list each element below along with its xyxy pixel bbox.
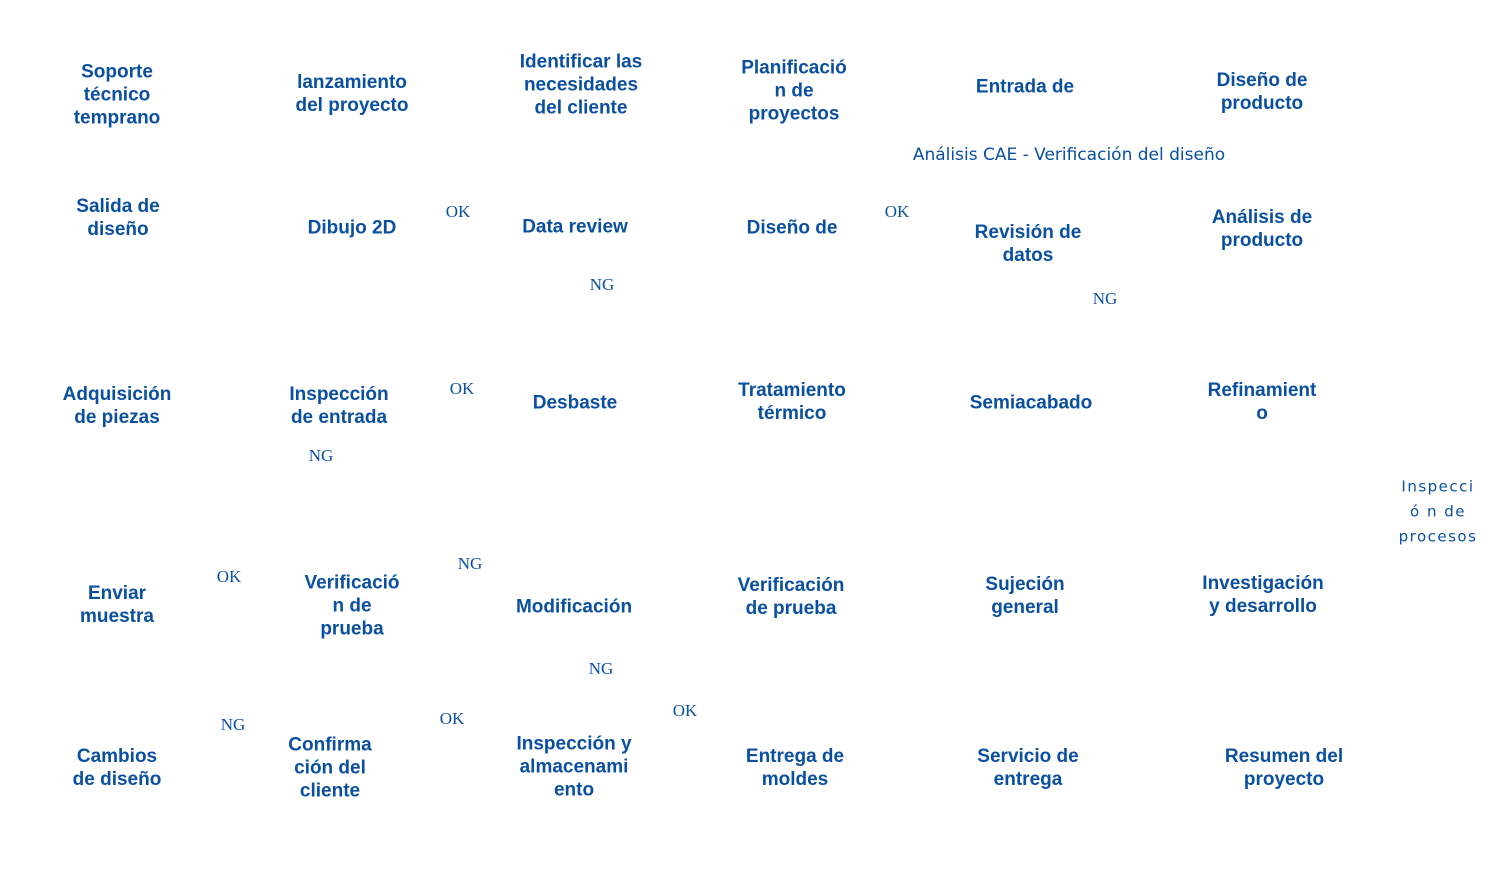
node-inspeccion-entrada: Inspección de entrada	[289, 384, 389, 428]
edge-label-ng: NG	[1092, 289, 1118, 308]
edge-label-ng: NG	[457, 554, 483, 573]
node-data-review: Data review	[522, 216, 628, 238]
node-servicio-entrega: Servicio de entrega	[977, 746, 1079, 790]
node-resumen-proyecto: Resumen del proyecto	[1224, 746, 1344, 790]
node-entrega-moldes: Entrega de moldes	[745, 746, 845, 790]
edge-label-ok: OK	[449, 379, 475, 398]
node-diseno-producto: Diseño de producto	[1216, 70, 1308, 114]
node-tratamiento-termico: Tratamiento térmico	[738, 380, 846, 424]
note-cae-analysis: Análisis CAE - Verificación del diseño	[912, 145, 1226, 165]
edge-label-ok: OK	[884, 202, 910, 221]
node-planificacion-proyectos: Planificació n de proyectos	[741, 57, 847, 125]
edge-label-ok: OK	[216, 567, 242, 586]
edge-label-ok: OK	[445, 202, 471, 221]
node-analisis-producto: Análisis de producto	[1211, 207, 1313, 251]
node-lanzamiento-proyecto: lanzamiento del proyecto	[295, 72, 409, 116]
edge-label-ng: NG	[589, 275, 615, 294]
node-soporte-tecnico: Soporte técnico temprano	[73, 61, 161, 129]
node-diseno-de: Diseño de	[746, 217, 838, 239]
node-verificacion-prueba: Verificació n de prueba	[304, 572, 400, 640]
node-sujecion-general: Sujeción general	[985, 574, 1065, 618]
node-verificacion-de-prueba: Verificación de prueba	[737, 575, 845, 619]
node-semiacabado: Semiacabado	[969, 392, 1093, 414]
node-investigacion-desarrollo: Investigación y desarrollo	[1202, 573, 1324, 617]
node-modificacion: Modificación	[515, 596, 633, 618]
node-confirmacion-cliente: Confirma ción del cliente	[288, 734, 372, 802]
node-salida-diseno: Salida de diseño	[76, 196, 160, 240]
edge-label-ok: OK	[439, 709, 465, 728]
node-entrada-de: Entrada de	[975, 76, 1075, 98]
edge-label-ng: NG	[308, 446, 334, 465]
edge-label-ng: NG	[588, 659, 614, 678]
node-inspeccion-almacenamiento: Inspección y almacenami ento	[516, 733, 632, 801]
node-enviar-muestra: Enviar muestra	[80, 583, 154, 627]
node-refinamiento: Refinamient o	[1207, 380, 1317, 424]
node-cambios-diseno: Cambios de diseño	[72, 746, 162, 790]
node-desbaste: Desbaste	[532, 392, 618, 414]
node-identificar-necesidades: Identificar las necesidades del cliente	[519, 51, 643, 119]
node-dibujo-2d: Dibujo 2D	[307, 217, 397, 239]
node-revision-datos: Revisión de datos	[974, 222, 1082, 266]
edge-label-ok: OK	[672, 701, 698, 720]
edge-label-ng: NG	[220, 715, 246, 734]
node-adquisicion-piezas: Adquisición de piezas	[62, 384, 172, 428]
note-process-inspection: Inspecci ó n de procesos	[1398, 477, 1478, 546]
